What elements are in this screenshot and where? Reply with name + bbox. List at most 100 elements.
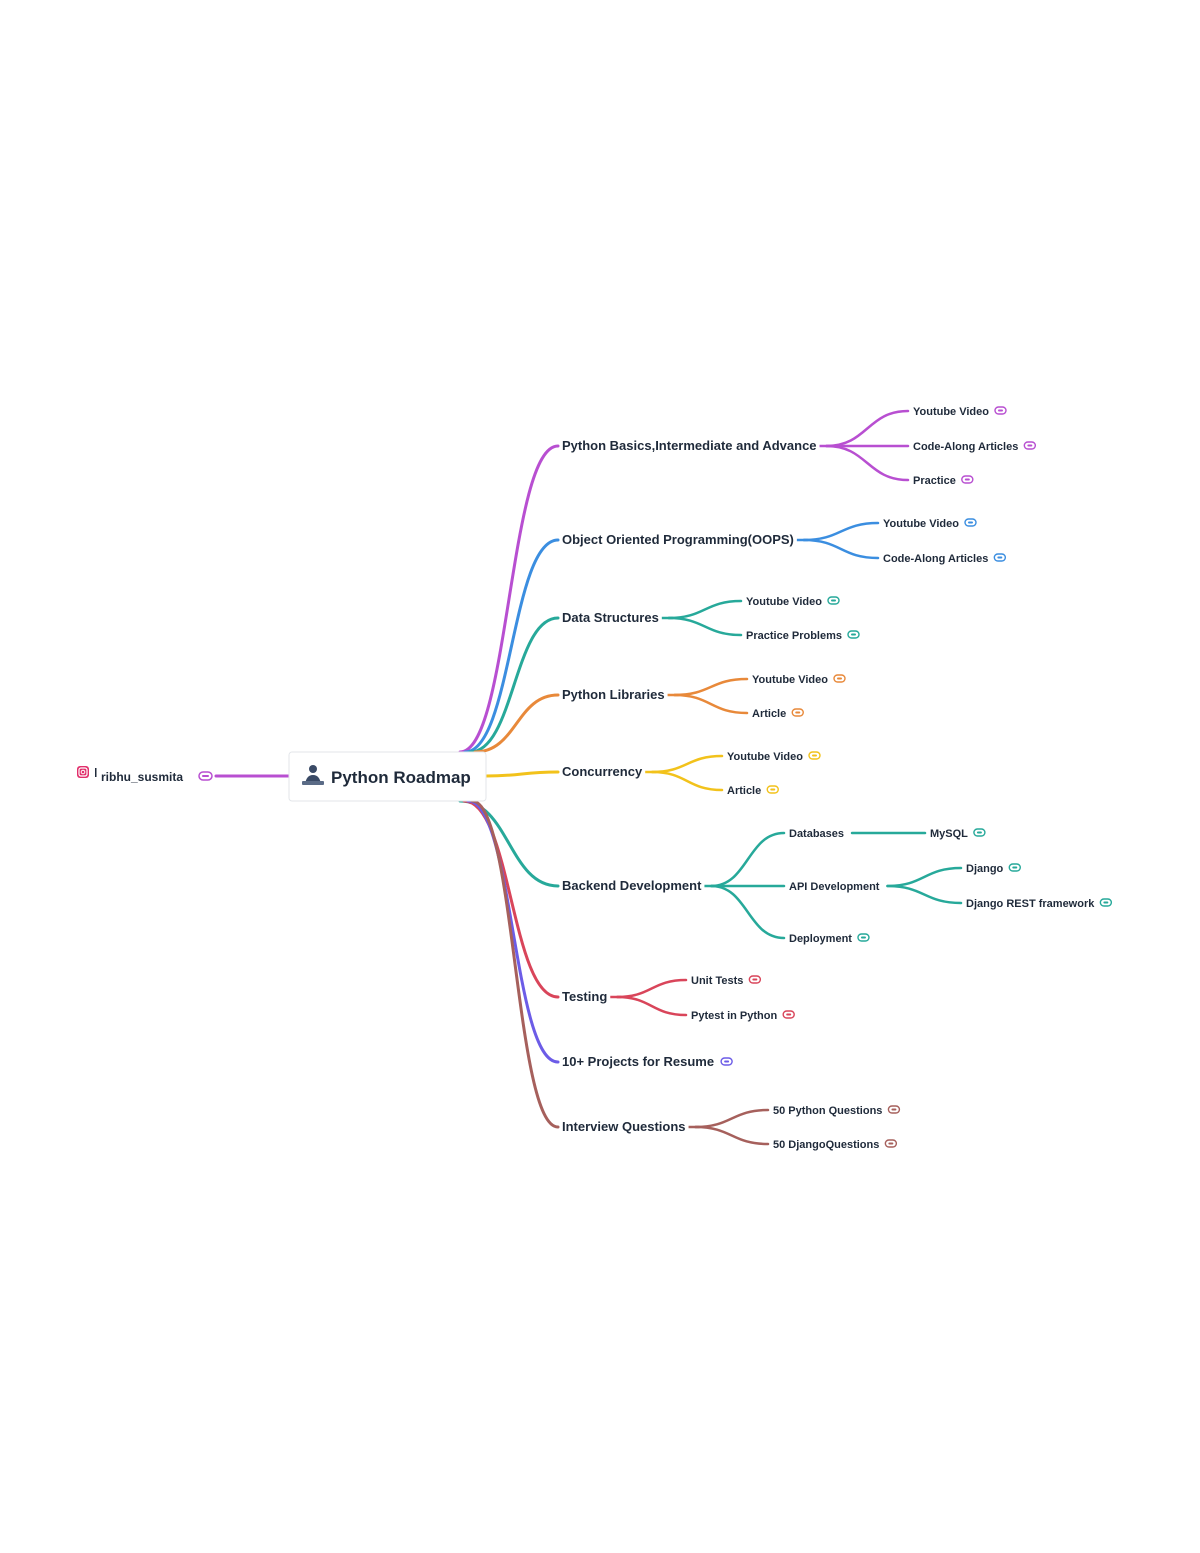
branch-edge	[458, 444, 560, 754]
branch-edge	[466, 799, 560, 1064]
child-edge	[825, 444, 910, 482]
branch-edge	[484, 770, 560, 778]
branch-edge	[473, 693, 560, 754]
branch-label: Backend Development	[562, 878, 702, 893]
child-label: Unit Tests	[691, 975, 743, 987]
handle-label: ribhu_susmita	[101, 770, 183, 784]
link-icon[interactable]	[782, 1010, 795, 1019]
link-icon[interactable]	[720, 1057, 733, 1066]
grandchild-label: MySQL	[930, 828, 968, 840]
child-label: Article	[752, 708, 786, 720]
child-node[interactable]: Youtube Video	[913, 406, 1007, 418]
link-icon[interactable]	[857, 933, 870, 942]
link-icon[interactable]	[1008, 863, 1021, 872]
branch-label: Interview Questions	[562, 1119, 686, 1134]
child-node[interactable]: Code-Along Articles	[913, 441, 1037, 453]
branch-node[interactable]: Interview Questions	[562, 1119, 686, 1134]
child-edge	[650, 770, 724, 792]
child-label: Practice Problems	[746, 630, 842, 642]
root-node[interactable]: Python Roadmap	[288, 751, 487, 802]
link-icon[interactable]	[994, 406, 1007, 415]
child-edge	[694, 1108, 770, 1129]
branch-edge	[463, 538, 560, 754]
branch-label: Concurrency	[562, 764, 643, 779]
child-node[interactable]: Article	[752, 708, 804, 720]
child-edge	[710, 831, 786, 888]
child-node[interactable]: 50 DjangoQuestions	[773, 1139, 898, 1151]
child-edge	[694, 1125, 770, 1146]
link-icon[interactable]	[1099, 898, 1113, 907]
child-label: 50 DjangoQuestions	[773, 1139, 879, 1151]
link-icon[interactable]	[847, 630, 860, 639]
child-edge	[616, 995, 688, 1017]
child-node[interactable]: Practice Problems	[746, 630, 860, 642]
link-icon[interactable]	[198, 771, 213, 781]
child-node[interactable]: Databases	[789, 828, 844, 840]
child-label: Article	[727, 785, 761, 797]
link-icon[interactable]	[827, 596, 840, 605]
branch-node[interactable]: Python Basics,Intermediate and Advance	[562, 438, 817, 453]
handle-node[interactable]: ribhu_susmita	[77, 766, 213, 784]
child-edge	[667, 599, 743, 620]
root-label: Python Roadmap	[331, 768, 471, 787]
child-label: Practice	[913, 475, 956, 487]
link-icon[interactable]	[791, 708, 804, 717]
branch-label: 10+ Projects for Resume	[562, 1054, 714, 1069]
person-laptop-icon	[302, 765, 324, 785]
branch-label: Object Oriented Programming(OOPS)	[562, 532, 794, 547]
link-icon[interactable]	[884, 1139, 898, 1148]
separator	[95, 768, 97, 777]
instagram-icon	[77, 766, 89, 778]
branch-node[interactable]: Python Libraries	[562, 687, 665, 702]
branch-node[interactable]: Backend Development	[562, 878, 702, 893]
branch-node[interactable]: Concurrency	[562, 764, 643, 779]
link-icon[interactable]	[766, 785, 779, 794]
child-node[interactable]: 50 Python Questions	[773, 1105, 901, 1117]
child-node[interactable]: API Development	[789, 881, 880, 893]
grandchild-node[interactable]: MySQL	[930, 828, 986, 840]
branch-node[interactable]: Data Structures	[562, 610, 659, 625]
child-node[interactable]: Youtube Video	[883, 518, 977, 530]
grandchild-label: Django	[966, 863, 1004, 875]
branch-node[interactable]: 10+ Projects for Resume	[562, 1054, 733, 1069]
link-icon[interactable]	[993, 553, 1007, 562]
child-node[interactable]: Code-Along Articles	[883, 553, 1007, 565]
child-node[interactable]: Youtube Video	[752, 674, 846, 686]
branch-label: Python Libraries	[562, 687, 665, 702]
child-node[interactable]: Youtube Video	[727, 751, 821, 763]
child-node[interactable]: Youtube Video	[746, 596, 840, 608]
child-node[interactable]: Deployment	[789, 933, 870, 945]
child-edge	[710, 884, 786, 940]
link-icon[interactable]	[964, 518, 977, 527]
grandchild-edge	[886, 884, 963, 905]
link-icon[interactable]	[961, 475, 974, 484]
child-node[interactable]: Article	[727, 785, 779, 797]
child-label: Youtube Video	[913, 406, 989, 418]
grandchild-node[interactable]: Django REST framework	[966, 898, 1113, 910]
link-icon[interactable]	[973, 828, 986, 837]
child-edge	[673, 693, 749, 715]
child-node[interactable]: Unit Tests	[691, 975, 762, 987]
child-node[interactable]: Practice	[913, 475, 974, 487]
child-label: Youtube Video	[746, 596, 822, 608]
branch-node[interactable]: Object Oriented Programming(OOPS)	[562, 532, 794, 547]
link-icon[interactable]	[887, 1105, 901, 1114]
link-icon[interactable]	[833, 674, 846, 683]
child-label: Deployment	[789, 933, 852, 945]
grandchild-edge	[886, 866, 963, 888]
link-icon[interactable]	[1023, 441, 1037, 450]
child-label: Youtube Video	[727, 751, 803, 763]
branch-node[interactable]: Testing	[562, 989, 607, 1004]
link-icon[interactable]	[808, 751, 821, 760]
link-icon[interactable]	[748, 975, 762, 984]
grandchild-node[interactable]: Django	[966, 863, 1021, 875]
child-edge	[650, 754, 724, 774]
child-edge	[802, 521, 880, 542]
mind-map-nodes: Python Basics,Intermediate and AdvanceYo…	[562, 406, 1113, 1151]
child-label: Databases	[789, 828, 844, 840]
child-node[interactable]: Pytest in Python	[691, 1010, 795, 1022]
child-edge	[825, 409, 910, 448]
child-edge	[802, 538, 880, 560]
child-label: API Development	[789, 881, 880, 893]
